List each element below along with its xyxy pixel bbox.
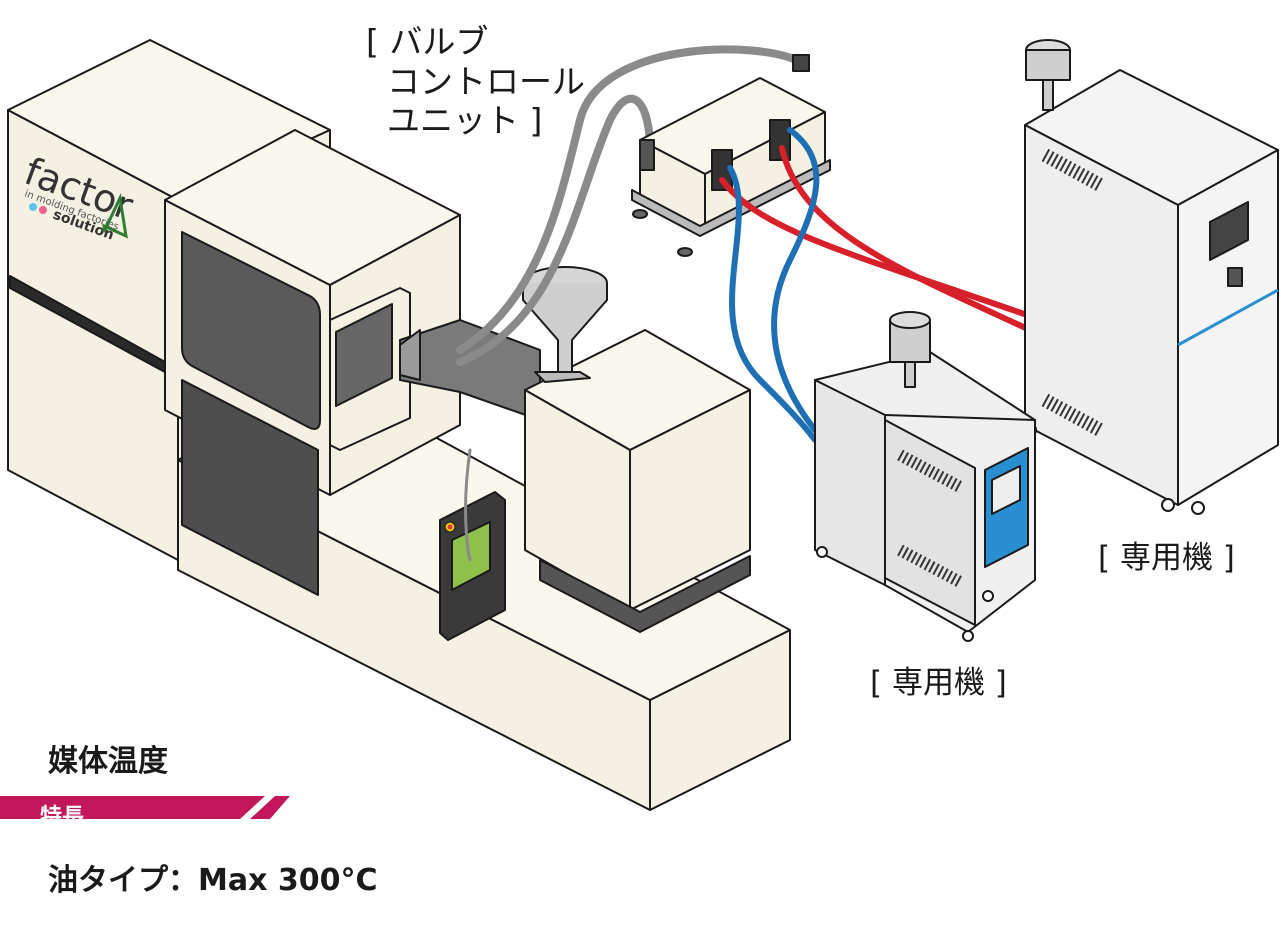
system-illustration: factor in molding factories solution (0, 39, 1279, 819)
medium-temperature-label: 媒体温度 油タイプ：Max 300°C (48, 662, 378, 941)
feature-banner (0, 796, 290, 819)
dedicated-unit-right (1023, 39, 1279, 515)
blue-hoses (727, 127, 820, 443)
gray-hoses (456, 45, 804, 562)
valve-control-unit (631, 54, 831, 257)
dedicated-unit-mid-label: [ 専用機 ] (870, 665, 1007, 701)
valve-control-unit-label: [ バルブ コントロール ユニット ] (366, 22, 585, 141)
banner-label: 特長 (40, 805, 85, 830)
temp-title: 媒体温度 (48, 743, 168, 779)
dedicated-unit-mid (814, 311, 1036, 642)
injection-molding-machine (7, 39, 791, 811)
dedicated-unit-right-label: [ 専用機 ] (1098, 540, 1235, 576)
temp-value: 油タイプ：Max 300°C (48, 863, 378, 899)
